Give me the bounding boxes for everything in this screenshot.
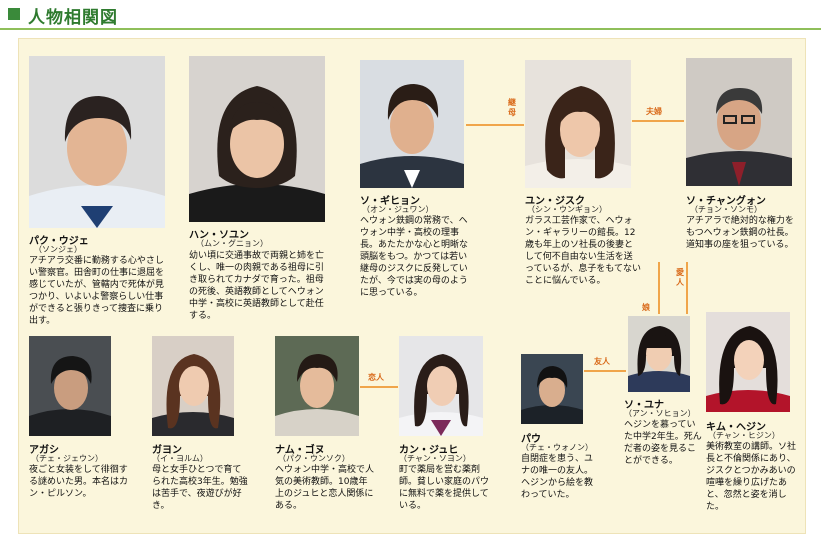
portrait-han-soyun xyxy=(189,56,325,222)
character-name: ガヨン xyxy=(152,445,182,456)
character-name: キム・ヘジン xyxy=(706,422,766,433)
portrait-nam-gonu xyxy=(275,336,359,436)
relation-line-spouse xyxy=(632,120,684,122)
header: 人物相関図 xyxy=(0,0,821,32)
relation-label-lovers: 恋人 xyxy=(368,373,384,382)
portrait-kim-hyejin xyxy=(706,312,790,412)
character-desc: 母と女手ひとつで育てられた高校3年生。勉強は苦手で、夜遊びが好き。 xyxy=(152,465,248,511)
header-divider xyxy=(0,28,821,30)
character-name: パウ xyxy=(521,434,541,445)
character-name: ソ・ギヒョン xyxy=(360,196,420,207)
character-name: ナム・ゴヌ xyxy=(275,445,325,456)
character-desc: ヘウォン鉄鋼の常務で、ヘウォン中学・高校の理事長。あたたかな心と明晰な頭脳をもつ… xyxy=(360,216,469,298)
page-title: 人物相関図 xyxy=(28,8,118,28)
relation-line-friends xyxy=(584,370,626,372)
character-reading: （チャン・ソヨン） xyxy=(399,454,471,463)
relation-label-spouse: 夫婦 xyxy=(646,107,662,116)
character-name: ハン・ソユン xyxy=(189,230,249,241)
relation-line-daughter xyxy=(658,262,660,314)
portrait-so-changgwon xyxy=(686,58,792,186)
character-reading: （シン・ウンギョン） xyxy=(527,205,607,214)
character-name: ソ・ユナ xyxy=(624,400,664,411)
portrait-yoon-jisuk xyxy=(525,60,631,188)
relation-label-friends: 友人 xyxy=(594,357,610,366)
character-name: パク・ウジェ xyxy=(29,236,89,247)
character-reading: （パク・ウンソク） xyxy=(278,454,350,463)
character-reading: （チェ・ジェウン） xyxy=(31,454,103,463)
character-name: カン・ジュヒ xyxy=(399,445,459,456)
character-name: ユン・ジスク xyxy=(525,196,585,207)
character-reading: （チャン・ヒジン） xyxy=(708,431,780,440)
character-name: ソ・チャングォン xyxy=(686,196,766,207)
character-reading: （ムン・グニョン） xyxy=(196,239,268,248)
character-desc: 町で薬局を営む薬剤師。貧しい家庭のパウに無料で薬を提供している。 xyxy=(399,465,490,511)
character-reading: （チョン・ソンモ） xyxy=(690,205,762,214)
character-desc: ヘウォン中学・高校で人気の美術教師。10歳年上のジュヒと恋人関係にある。 xyxy=(275,465,375,511)
character-desc: 幼い頃に交通事故で両親と姉を亡くし、唯一の肉親である祖母に引き取られてカナダで育… xyxy=(189,251,325,321)
portrait-kang-juhee xyxy=(399,336,483,436)
character-desc: 夜ごと女装をして徘徊する謎めいた男。本名はカン・ピルソン。 xyxy=(29,465,129,499)
portrait-agashi xyxy=(29,336,111,436)
character-desc: アチアラ交番に勤務する心やさしい警察官。田舎町の仕事に退屈を感じていたが、管轄内… xyxy=(29,256,165,326)
relation-label-lover: 愛人 xyxy=(676,268,684,287)
character-reading: （イ・ヨルム） xyxy=(152,454,208,463)
character-desc: ガラス工芸作家で、ヘウォン・ギャラリーの館長。12歳も年上のソ社長の後妻として何… xyxy=(525,216,642,286)
relation-label-stepmother: 継母 xyxy=(508,98,516,117)
character-reading: （ソンジェ） xyxy=(34,245,82,254)
portrait-park-woojae xyxy=(29,56,165,228)
relation-line-stepmother xyxy=(466,124,524,126)
portrait-gayeon xyxy=(152,336,234,436)
character-reading: （オン・ジュワン） xyxy=(362,205,434,214)
relation-label-daughter: 娘 xyxy=(642,303,650,312)
character-desc: 自閉症を患う、ユナの唯一の友人。ヘジンから絵を教わっていた。 xyxy=(521,454,594,500)
portrait-so-yuna xyxy=(628,316,690,392)
character-desc: 美術教室の講師。ソ社長と不倫関係にあり、ジスクとつかみあいの喧嘩を繰り広げたあと… xyxy=(706,442,797,512)
character-desc: ヘジンを慕っていた中学2年生。死んだ者の姿を見ることができる。 xyxy=(624,420,702,466)
character-name: アガシ xyxy=(29,445,59,456)
header-square-icon xyxy=(8,8,20,20)
portrait-so-gihyeon xyxy=(360,60,464,188)
relation-line-lover xyxy=(686,262,688,314)
character-reading: （チェ・ウォノン） xyxy=(521,443,593,452)
relation-line-lovers xyxy=(360,386,398,388)
portrait-pau xyxy=(521,354,583,424)
character-reading: （アン・ソヒョン） xyxy=(624,409,696,418)
character-desc: アチアラで絶対的な権力をもつヘウォン鉄鋼の社長。道知事の座を狙っている。 xyxy=(686,216,794,250)
